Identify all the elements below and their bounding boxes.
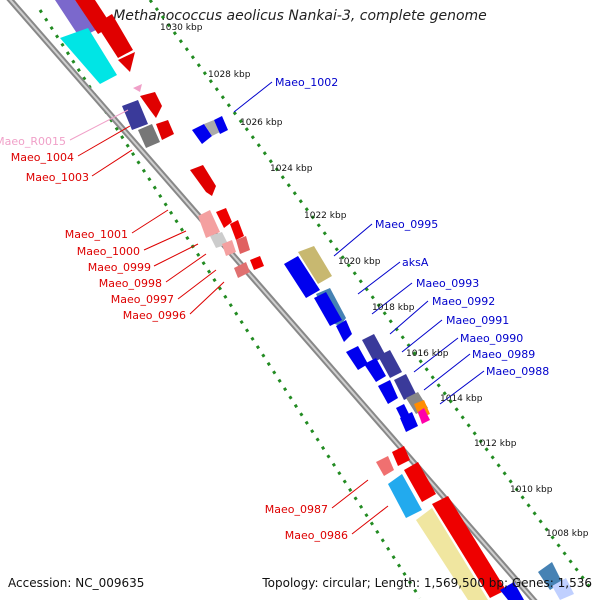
- gene-feature: [364, 358, 386, 382]
- gene-feature: [378, 380, 398, 404]
- gene-feature: [222, 240, 236, 256]
- gene-label: Maeo_0995: [375, 218, 438, 231]
- gene-label: Maeo_0998: [99, 277, 162, 290]
- tick-label: 1028 kbp: [208, 70, 251, 80]
- tick-label: 1018 kbp: [372, 303, 415, 313]
- gene-labels-left: Maeo_R0015 Maeo_1004 Maeo_1003 Maeo_1001…: [0, 135, 348, 542]
- tick-label: 1016 kbp: [406, 349, 449, 359]
- gene-label: Maeo_0997: [111, 293, 174, 306]
- gene-labels-right: Maeo_1002 Maeo_0995 aksA Maeo_0993 Maeo_…: [275, 76, 549, 378]
- tick-label: 1020 kbp: [338, 257, 381, 267]
- gene-feature: [538, 562, 562, 590]
- gene-label: aksA: [402, 256, 429, 269]
- dotted-guides: [38, 0, 594, 599]
- gene-label: Maeo_0996: [123, 309, 186, 322]
- gene-feature: [122, 100, 148, 130]
- gene-feature: [388, 474, 422, 518]
- gene-feature: [96, 14, 133, 58]
- gene-feature: [416, 508, 488, 600]
- tick-label: 1012 kbp: [474, 439, 517, 449]
- gene-feature: [190, 165, 216, 196]
- gene-label: Maeo_0993: [416, 277, 479, 290]
- gene-feature: [400, 412, 418, 432]
- gene-feature: [378, 350, 402, 378]
- gene-feature: [314, 292, 342, 326]
- gene-feature: [216, 208, 232, 228]
- topology-label: Topology: circular; Length: 1,569,500 bp…: [262, 576, 592, 590]
- gene-feature: [432, 496, 506, 598]
- tick-label: 1010 kbp: [510, 485, 553, 495]
- tick-label: 1030 kbp: [160, 23, 203, 33]
- accession-label: Accession: NC_009635: [8, 576, 145, 590]
- gene-feature: [376, 456, 394, 476]
- gene-feature: [60, 28, 117, 84]
- tick-label: 1022 kbp: [304, 211, 347, 221]
- label-connectors: [69, 81, 485, 535]
- tick-label: 1014 kbp: [440, 394, 483, 404]
- gene-label: Maeo_1001: [65, 228, 128, 241]
- map-title: Methanococcus aeolicus Nankai-3, complet…: [113, 8, 487, 24]
- gene-feature: [284, 256, 320, 298]
- gene-rna: [133, 84, 142, 92]
- gene-feature: [346, 346, 368, 370]
- gene-feature: [250, 256, 264, 270]
- gene-feature: [418, 408, 430, 424]
- gene-label: Maeo_0986: [285, 529, 348, 542]
- gene-feature: [138, 124, 160, 148]
- gene-label: Maeo_1000: [77, 245, 140, 258]
- gene-label: Maeo_0991: [446, 314, 509, 327]
- gene-feature: [230, 220, 244, 240]
- gene-features: [55, 0, 574, 600]
- gene-feature: [236, 236, 250, 254]
- gene-feature: [500, 582, 524, 600]
- gene-label: Maeo_0999: [88, 261, 151, 274]
- gene-feature: [404, 462, 436, 502]
- gene-feature: [336, 320, 352, 342]
- gene-feature: [140, 92, 162, 118]
- gene-feature: [192, 124, 212, 144]
- gene-label: Maeo_0987: [265, 503, 328, 516]
- gene-label: Maeo_0989: [472, 348, 535, 361]
- tick-label: 1008 kbp: [546, 529, 589, 539]
- gene-feature: [552, 578, 574, 600]
- gene-feature: [392, 446, 410, 466]
- gene-feature: [55, 0, 96, 38]
- gene-feature: [394, 374, 416, 400]
- gene-label: Maeo_0988: [486, 365, 549, 378]
- gene-feature: [214, 116, 228, 134]
- gene-label: Maeo_1002: [275, 76, 338, 89]
- tick-label: 1024 kbp: [270, 164, 313, 174]
- gene-label: Maeo_1003: [26, 171, 89, 184]
- gene-feature: [118, 52, 135, 72]
- gene-label: Maeo_0992: [432, 295, 495, 308]
- gene-label: Maeo_R0015: [0, 135, 66, 148]
- gene-feature: [298, 246, 332, 284]
- gene-label: Maeo_0990: [460, 332, 523, 345]
- tick-label: 1026 kbp: [240, 118, 283, 128]
- gene-feature: [198, 210, 220, 238]
- tick-labels: 1030 kbp 1028 kbp 1026 kbp 1024 kbp 1022…: [160, 23, 589, 539]
- gene-feature: [234, 262, 250, 278]
- gene-feature: [156, 120, 174, 140]
- gene-label: Maeo_1004: [11, 151, 74, 164]
